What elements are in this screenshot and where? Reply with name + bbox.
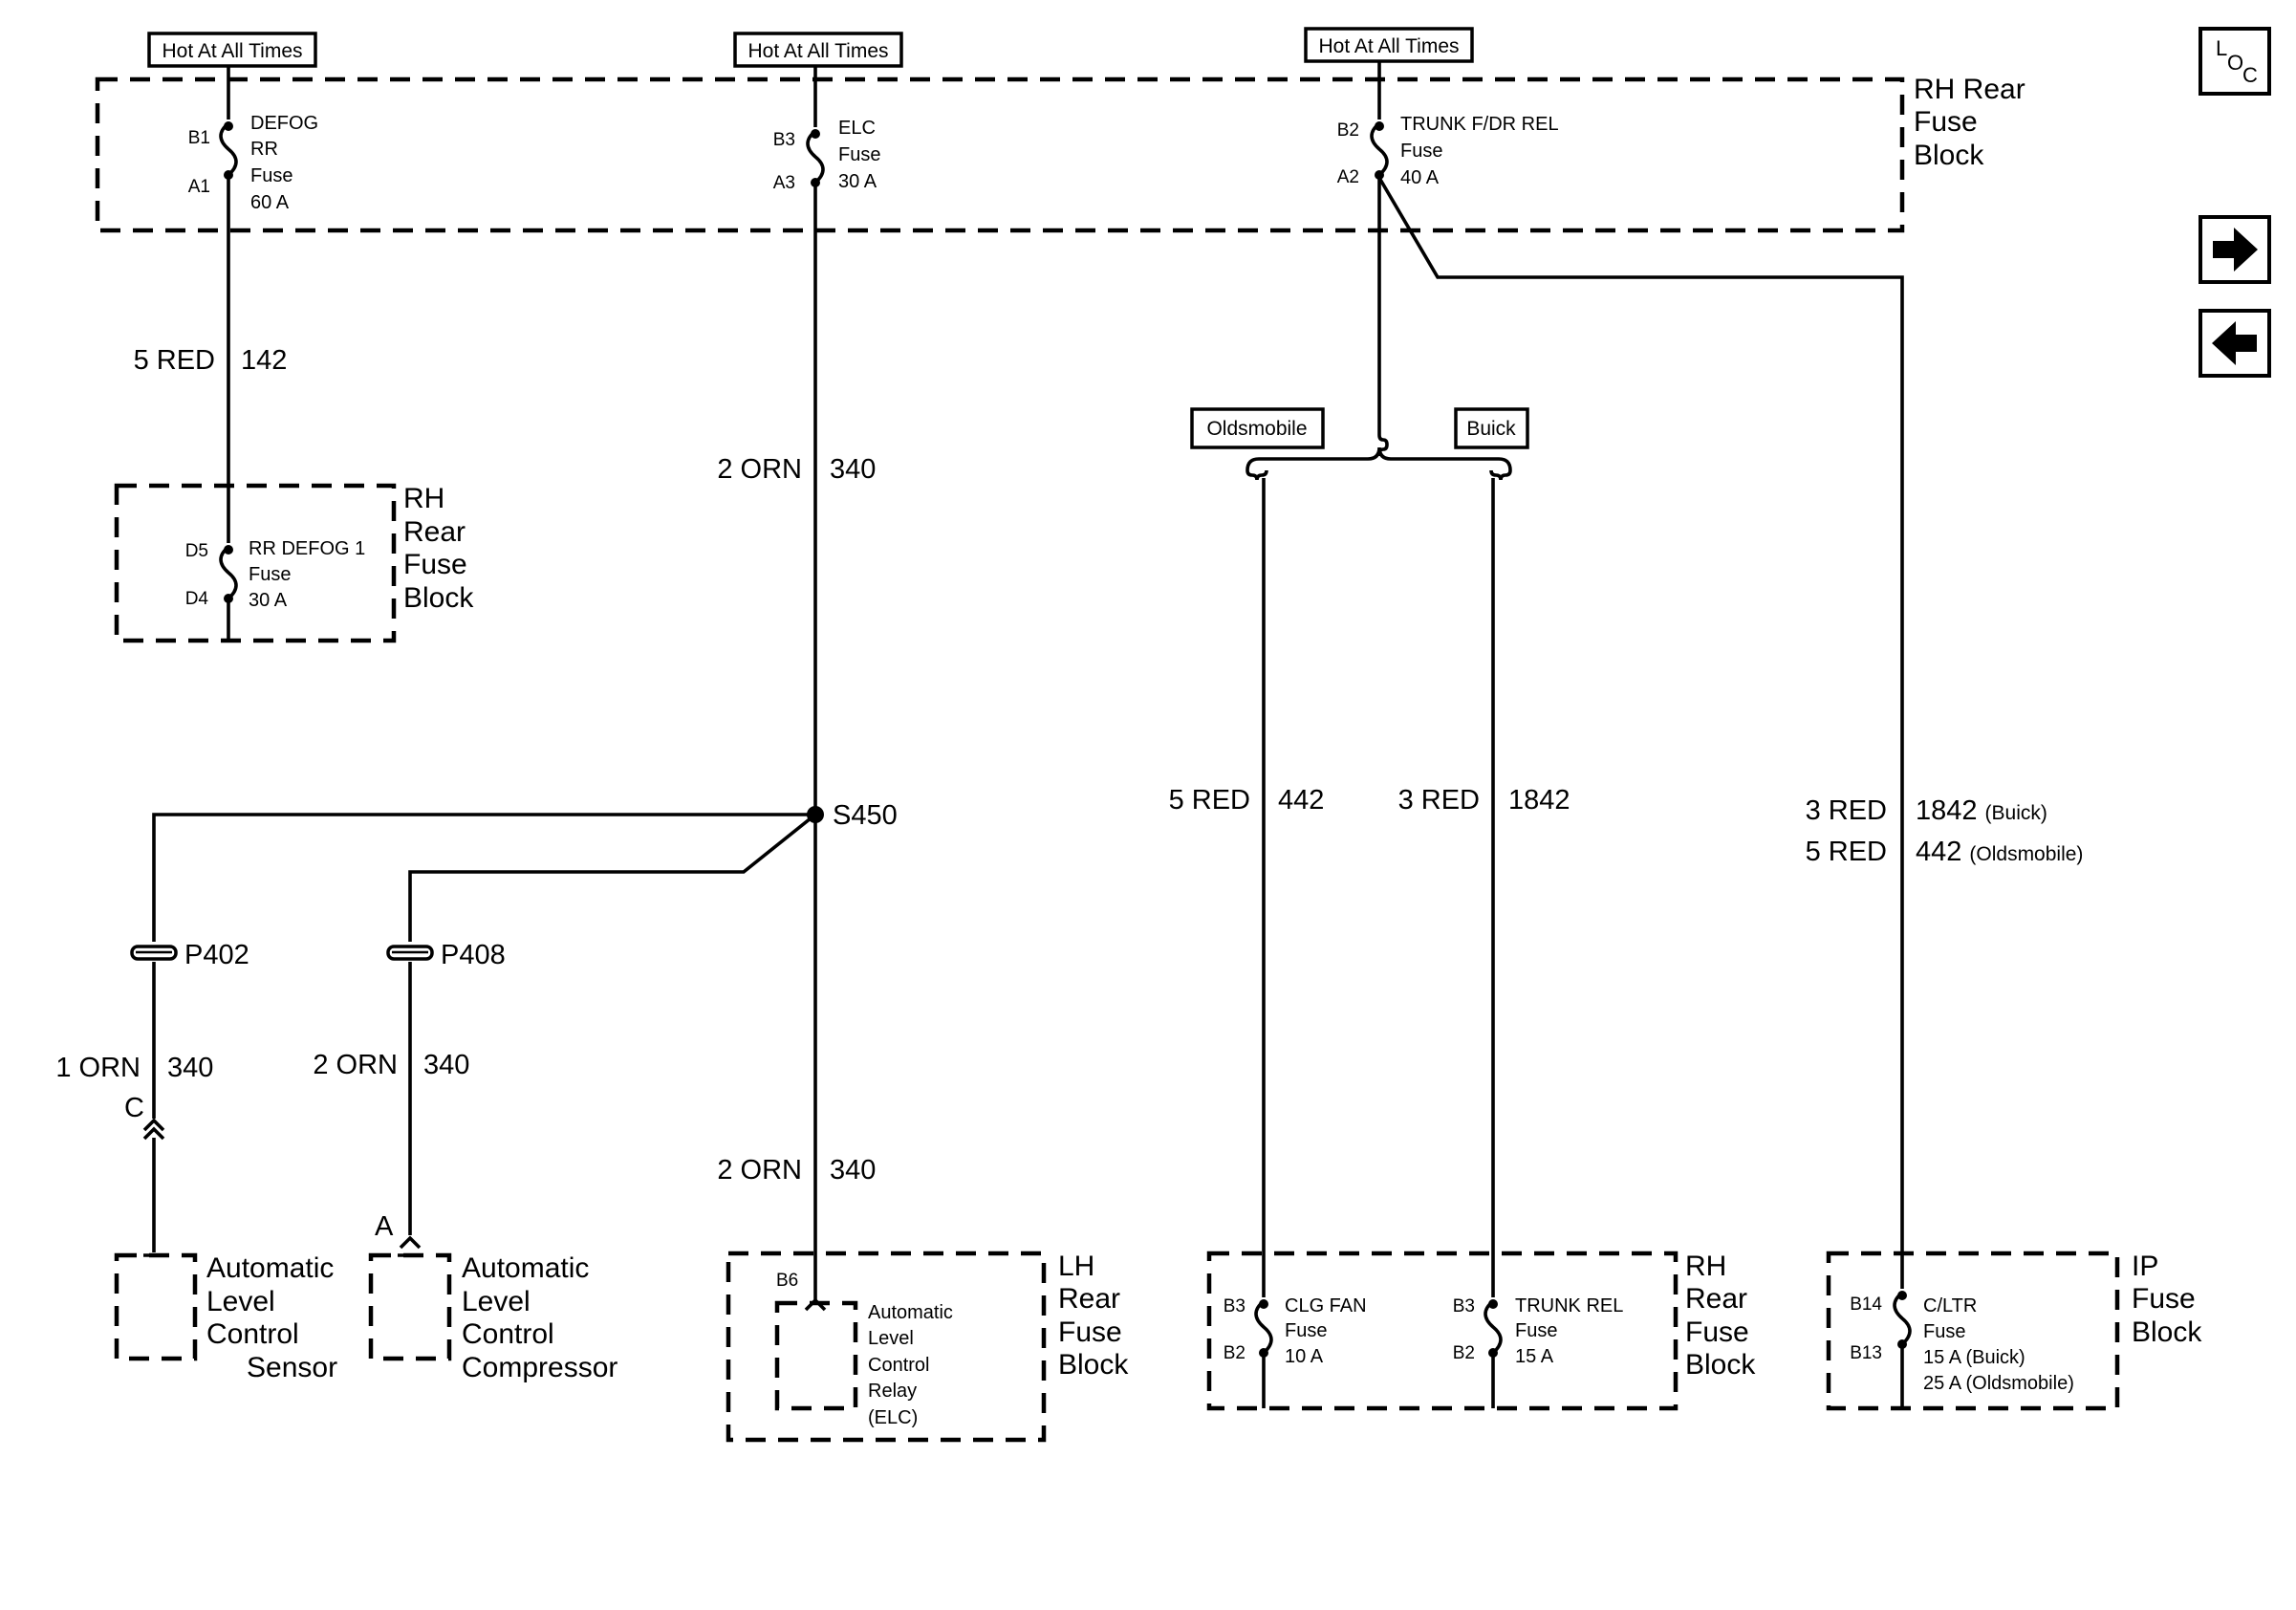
svg-text:Hot At All Times: Hot At All Times (747, 40, 888, 62)
svg-text:3 RED: 3 RED (1398, 785, 1480, 816)
component-compressor-label: Automatic Level Control Compressor (462, 1252, 617, 1383)
svg-text:B3: B3 (1224, 1296, 1245, 1316)
svg-text:5 RED: 5 RED (1169, 785, 1250, 816)
svg-text:C: C (124, 1093, 144, 1123)
svg-text:2 ORN: 2 ORN (313, 1050, 398, 1080)
svg-text:O: O (2227, 51, 2243, 75)
hot-label-2: Hot At All Times (733, 32, 903, 68)
fuse-c-ltr-label: C/LTR Fuse 15 A (Buick) 25 A (Oldsmobile… (1923, 1295, 2074, 1394)
rh-rear-fuse-block-right-label: RH Rear Fuse Block (1685, 1251, 1757, 1381)
svg-text:A2: A2 (1337, 167, 1359, 187)
svg-text:3 RED: 3 RED (1806, 795, 1887, 826)
rh-rear-fuse-block-right-outline (1206, 1251, 1679, 1411)
svg-text:D5: D5 (185, 541, 208, 561)
svg-text:Buick: Buick (1466, 418, 1516, 440)
svg-text:1842: 1842 (1508, 785, 1570, 816)
fuse-trunk-fdr-rel-label: TRUNK F/DR REL Fuse 40 A (1400, 114, 1563, 188)
connector-pin-c: C (124, 1093, 165, 1257)
fuse-elc-label: ELC Fuse 30 A (838, 118, 886, 192)
rh-rear-fuse-block-left-outline (114, 483, 397, 643)
hot-label-1: Hot At All Times (147, 32, 317, 68)
fuse-defog-rr-label: DEFOG RR Fuse 60 A (250, 113, 324, 213)
svg-text:B2: B2 (1337, 120, 1359, 141)
hot-label-3: Hot At All Times (1304, 27, 1474, 63)
compressor-outline (368, 1252, 452, 1361)
previous-page-button[interactable] (2199, 309, 2271, 378)
svg-text:442(Oldsmobile): 442(Oldsmobile) (1916, 837, 2083, 867)
svg-text:B3: B3 (1453, 1296, 1475, 1316)
svg-text:2 ORN: 2 ORN (717, 454, 802, 485)
svg-text:A3: A3 (773, 173, 795, 193)
lh-rear-fuse-block-outline (726, 1251, 1047, 1443)
svg-text:Oldsmobile: Oldsmobile (1206, 418, 1307, 440)
component-sensor-label: Automatic Level Control Sensor (206, 1252, 342, 1383)
svg-text:340: 340 (167, 1053, 213, 1083)
svg-text:B2: B2 (1224, 1343, 1245, 1363)
svg-text:B6: B6 (776, 1271, 798, 1291)
svg-text:142: 142 (241, 345, 287, 376)
fuse-pin-labels: B1 A1 B3 A3 B2 A2 D5 D4 B3 B2 B3 B2 B14 … (185, 120, 1883, 1363)
component-relay-label: Automatic Level Control Relay (ELC) (868, 1302, 959, 1428)
location-view-button[interactable]: L O C (2199, 27, 2271, 96)
svg-text:P402: P402 (184, 940, 249, 970)
relay-outline (774, 1300, 858, 1411)
rh-rear-fuse-block-left-label: RH Rear Fuse Block (403, 483, 475, 614)
svg-text:P408: P408 (441, 940, 506, 970)
ip-fuse-block-label: IP Fuse Block (2132, 1251, 2203, 1348)
svg-text:B1: B1 (188, 128, 210, 148)
fuse-rr-defog-1-label: RR DEFOG 1 Fuse 30 A (249, 538, 371, 611)
svg-text:B3: B3 (773, 130, 795, 150)
ip-fuse-block-outline (1826, 1251, 2120, 1411)
svg-text:D4: D4 (185, 589, 209, 609)
fuse-symbols (219, 121, 1912, 1358)
option-buick: Buick (1454, 407, 1529, 449)
rh-rear-fuse-block-top-outline (95, 76, 1905, 233)
svg-text:B14: B14 (1850, 1295, 1882, 1315)
option-oldsmobile: Oldsmobile (1190, 407, 1325, 449)
sensor-outline (114, 1252, 198, 1361)
svg-text:340: 340 (830, 1155, 876, 1186)
connector-pin-b6: B6 (776, 1271, 827, 1312)
svg-text:1 ORN: 1 ORN (55, 1053, 141, 1083)
splice-s450-label: S450 (833, 800, 898, 831)
svg-text:1842(Buick): 1842(Buick) (1916, 795, 2047, 826)
svg-text:Hot At All Times: Hot At All Times (162, 40, 302, 62)
svg-text:B2: B2 (1453, 1343, 1475, 1363)
connector-p402: P402 (130, 940, 249, 970)
svg-text:A1: A1 (188, 177, 210, 197)
svg-text:442: 442 (1278, 785, 1324, 816)
wire-labels: 5 RED 142 2 ORN 340 2 ORN 340 1 ORN 340 … (55, 345, 2083, 1186)
lh-rear-fuse-block-label: LH Rear Fuse Block (1058, 1251, 1130, 1381)
svg-text:B13: B13 (1850, 1343, 1882, 1363)
connector-p408: P408 (386, 940, 506, 970)
svg-text:Hot At All Times: Hot At All Times (1318, 35, 1459, 57)
arrow-left-icon (2212, 321, 2257, 365)
svg-text:2 ORN: 2 ORN (717, 1155, 802, 1186)
svg-text:5 RED: 5 RED (134, 345, 215, 376)
next-page-button[interactable] (2199, 215, 2271, 284)
svg-text:340: 340 (830, 454, 876, 485)
svg-text:340: 340 (423, 1050, 469, 1080)
wires (152, 61, 1904, 1408)
arrow-right-icon (2213, 228, 2258, 272)
svg-text:A: A (375, 1211, 394, 1242)
rh-rear-fuse-block-top-label: RH Rear Fuse Block (1914, 74, 2033, 171)
connector-pin-a: A (375, 1211, 422, 1257)
splice-s450-dot (807, 806, 824, 823)
svg-text:L: L (2216, 36, 2227, 60)
svg-text:5 RED: 5 RED (1806, 837, 1887, 867)
svg-text:C: C (2242, 63, 2258, 87)
fuse-clg-fan-label: CLG FAN Fuse 10 A (1285, 1295, 1372, 1367)
fuse-trunk-rel-label: TRUNK REL Fuse 15 A (1515, 1295, 1628, 1367)
